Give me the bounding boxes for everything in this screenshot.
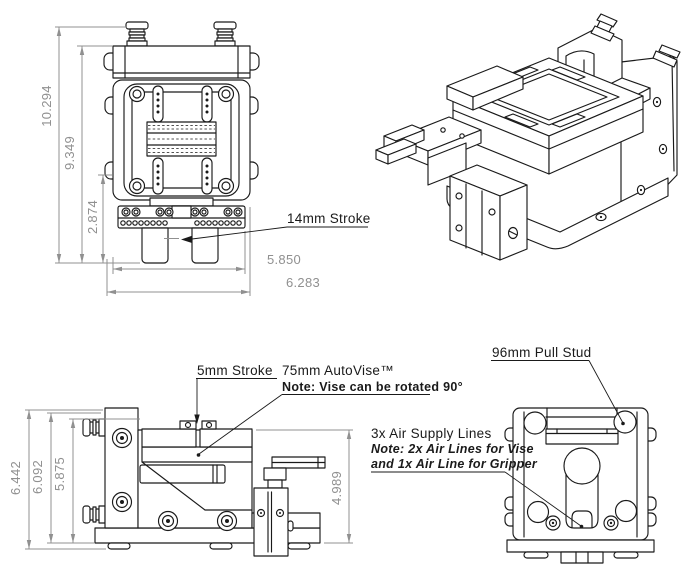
vise-note-label: Note: Vise can be rotated 90° [282, 380, 463, 394]
vise-model-label: 75mm AutoVise™ [282, 363, 394, 378]
front-pull-stud-right [213, 21, 237, 47]
iso-gripper-fingers [375, 124, 425, 165]
dim-side-gripper-height: 4.989 [329, 471, 344, 505]
dim-front-gripper-height: 2.874 [85, 200, 100, 234]
dim-side-jaw-height: 5.875 [52, 457, 67, 491]
side-gripper-cylinder [253, 487, 294, 557]
dim-side-body-height: 6.092 [30, 460, 45, 494]
front-view: 10.294 9.349 2.874 5.850 6.283 14mm Stro… [39, 21, 371, 296]
rear-annotations: 96mm Pull Stud 3x Air Supply Lines Note:… [371, 345, 625, 529]
side-annotations: 5mm Stroke 75mm AutoVise™ Note: Vise can… [194, 363, 463, 457]
front-top-plate [112, 45, 251, 79]
vise-stroke-label: 5mm Stroke [197, 363, 273, 378]
front-stroke-callout: 14mm Stroke [164, 211, 371, 243]
front-corner-screws [128, 85, 235, 195]
front-gripper-assembly [117, 197, 246, 264]
rear-top-bar [545, 428, 619, 445]
side-diagonal-edge [141, 461, 253, 511]
iso-plate-screws [595, 96, 668, 222]
side-pull-stud-upper [82, 418, 106, 437]
front-jaw-zone [146, 121, 217, 157]
front-face-track [123, 83, 240, 197]
rear-keyhole [563, 447, 601, 529]
gripper-stroke-label: 14mm Stroke [287, 211, 371, 226]
rear-pull-stud-right [613, 410, 637, 434]
side-screws [111, 427, 238, 532]
rear-bottom-holes [526, 499, 638, 531]
front-gripper-holes [120, 207, 243, 226]
front-pull-stud-left [125, 21, 149, 47]
rear-base [506, 539, 655, 564]
iso-sliding-jaw [446, 65, 524, 111]
front-gripper-finger-right [191, 227, 219, 264]
rear-view: 96mm Pull Stud 3x Air Supply Lines Note:… [371, 345, 657, 564]
rear-pull-stud-left [523, 411, 547, 435]
isometric-view [375, 13, 681, 261]
dim-front-overall-height: 10.294 [39, 85, 54, 127]
air-note-line2: and 1x Air Line for Gripper [371, 457, 538, 471]
pull-stud-label: 96mm Pull Stud [492, 345, 592, 360]
dim-front-overall-width: 6.283 [286, 275, 320, 290]
iso-pull-stud-top [590, 13, 618, 42]
side-dimensions: 6.442 6.092 5.875 4.989 [8, 409, 353, 550]
iso-vise-body [452, 57, 644, 175]
iso-pull-stud-right [652, 44, 681, 68]
air-note-line1: Note: 2x Air Lines for Vise [371, 442, 534, 456]
front-gripper-finger-left [141, 227, 169, 264]
dim-front-jaw-width: 5.850 [267, 252, 301, 267]
dim-side-overall-height: 6.442 [8, 461, 23, 495]
side-view: 6.442 6.092 5.875 4.989 5mm Stroke 75mm … [8, 363, 463, 557]
side-slot [139, 464, 226, 484]
side-pull-stud-lower [82, 505, 106, 524]
front-dimensions: 10.294 9.349 2.874 5.850 6.283 [39, 26, 320, 296]
iso-cylinder [449, 164, 528, 261]
dim-front-body-height: 9.349 [62, 136, 77, 170]
air-lines-label: 3x Air Supply Lines [371, 426, 492, 441]
